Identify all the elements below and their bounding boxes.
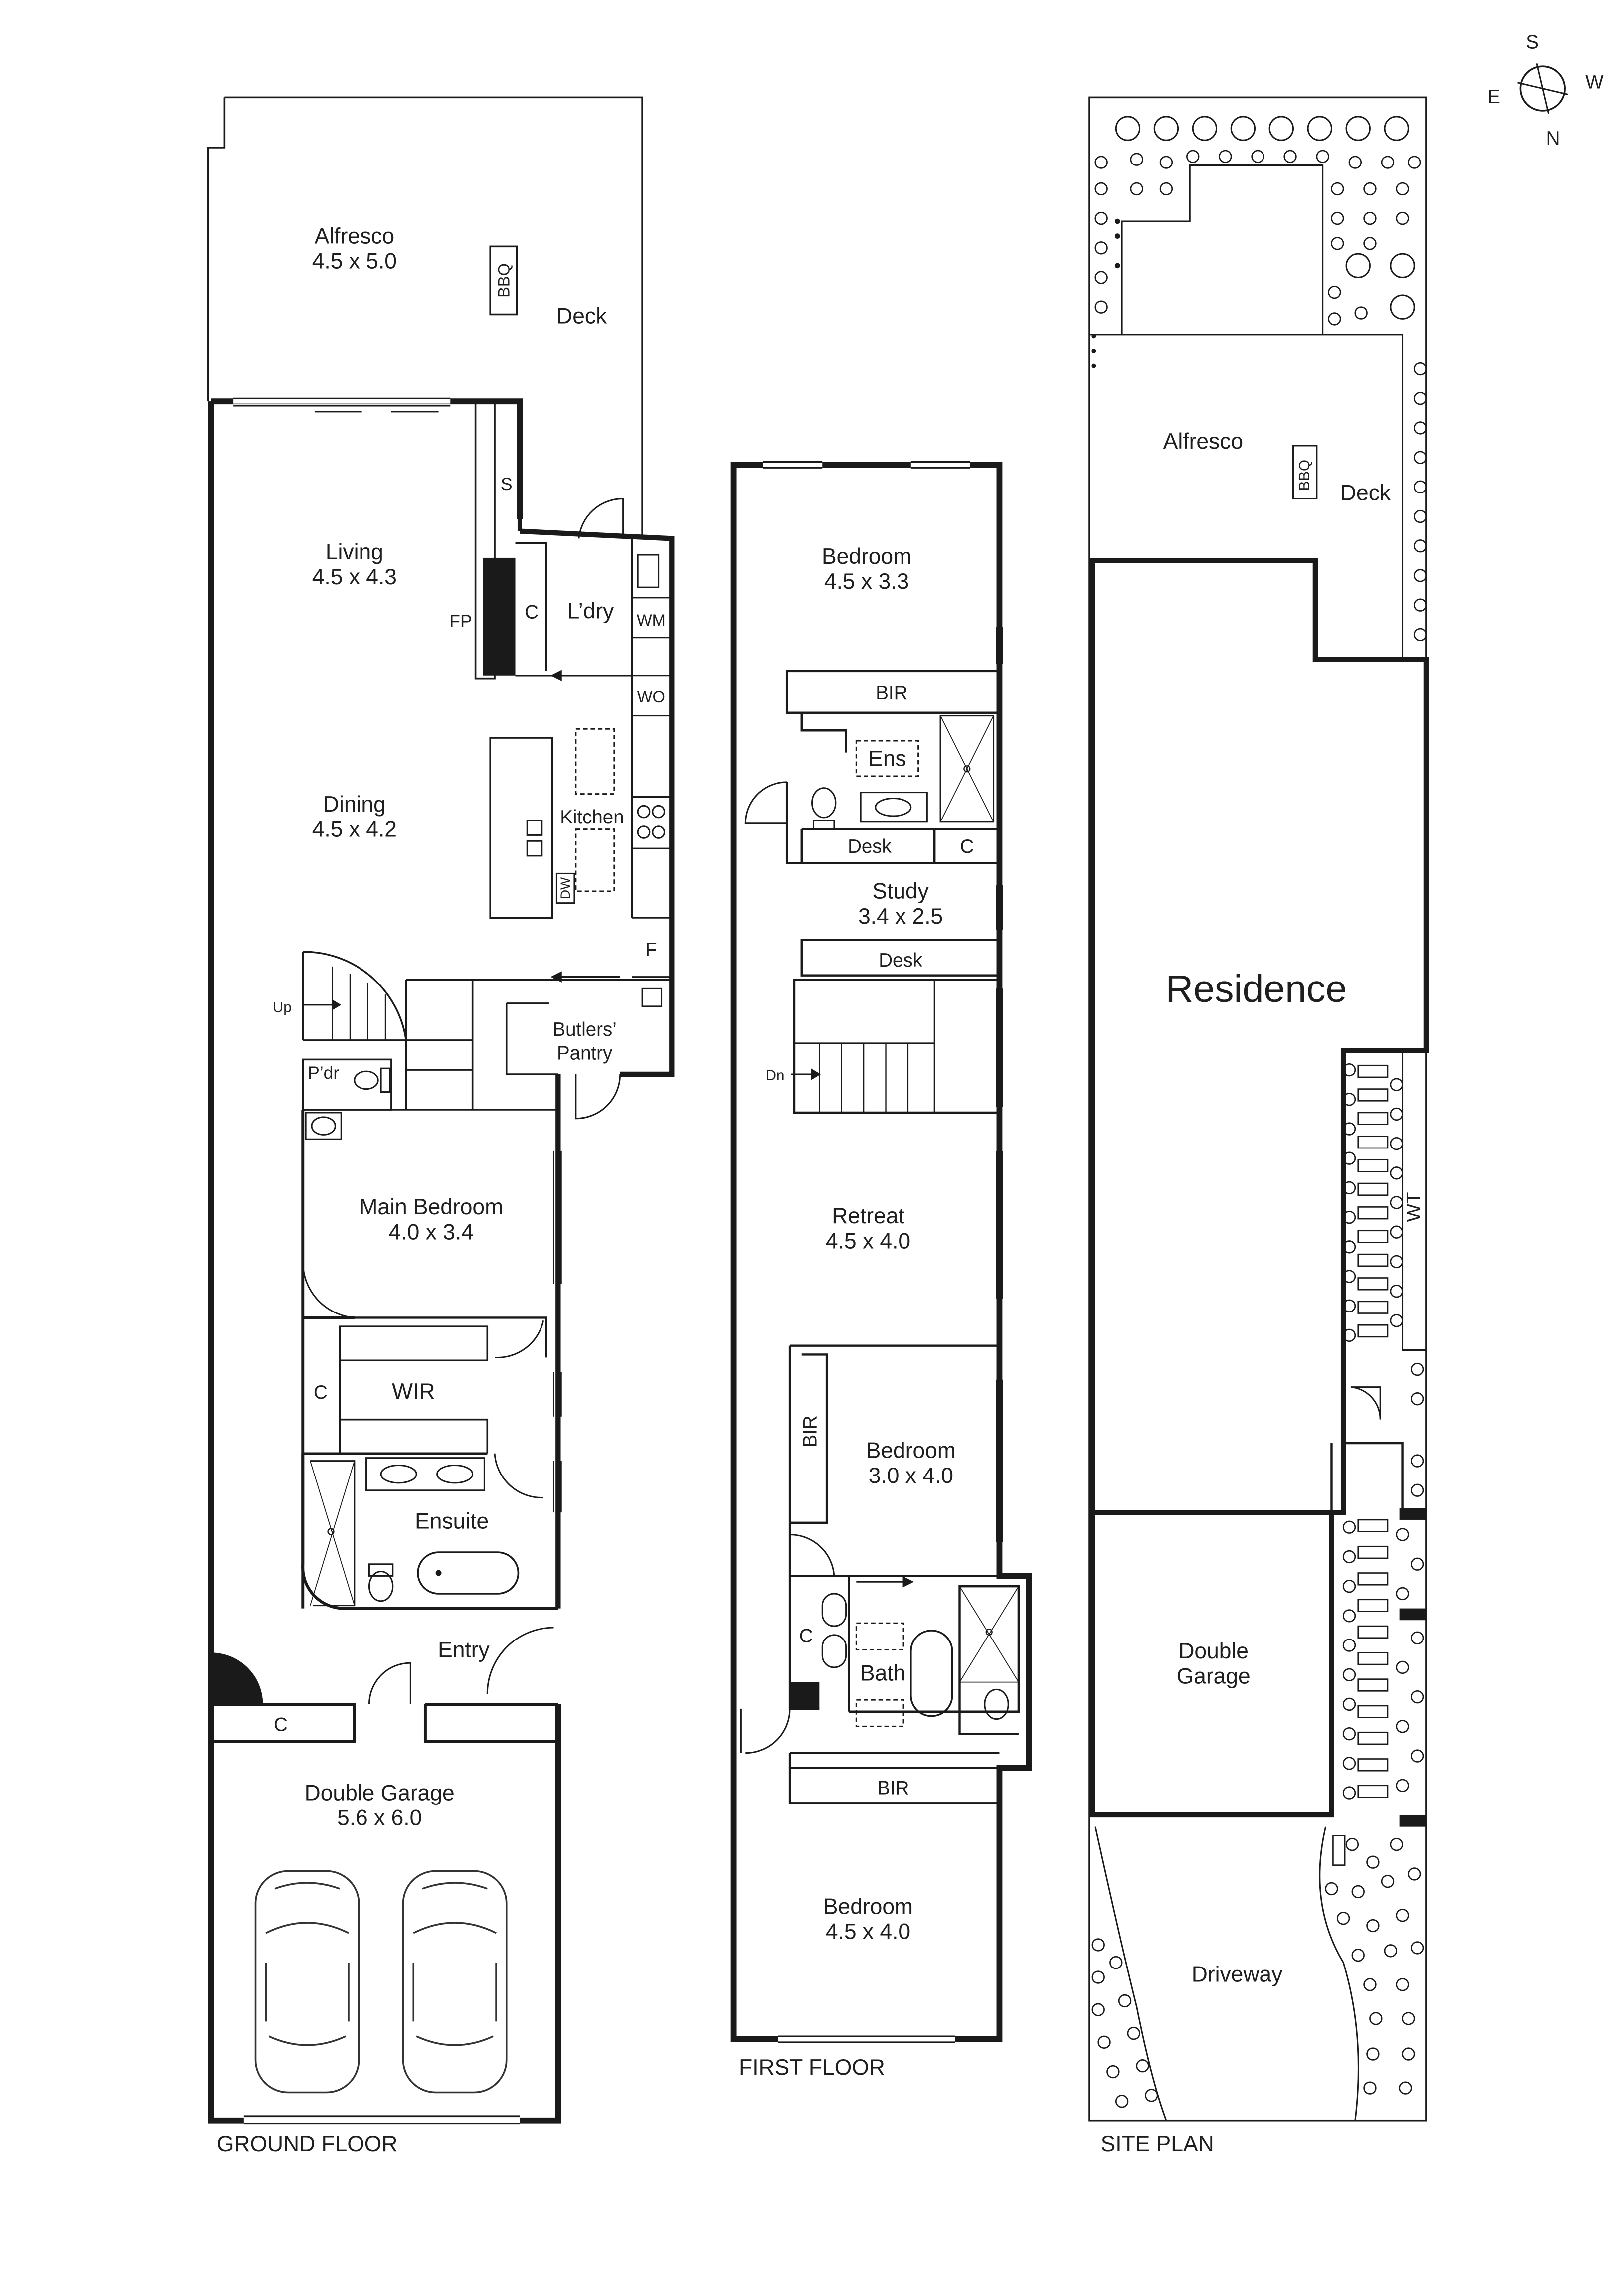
bath-label: Bath — [860, 1661, 905, 1686]
compass-w: W — [1585, 72, 1604, 93]
dining-dims: 4.5 x 4.2 — [312, 817, 397, 841]
desk1-label: Desk — [848, 836, 892, 857]
site-double-garage-1: Double — [1178, 1639, 1249, 1663]
wt-label: WT — [1403, 1192, 1425, 1222]
powder-label: P’dr — [308, 1063, 339, 1083]
site-plan-title: SITE PLAN — [1101, 2132, 1214, 2156]
c-laundry-label: C — [525, 601, 539, 623]
fp-label: FP — [449, 611, 472, 631]
bedroom3-label: Bedroom — [823, 1894, 913, 1919]
ens-label: Ens — [868, 746, 906, 771]
compass-icon: S W E N — [1487, 32, 1604, 149]
dw-label: DW — [558, 877, 573, 899]
site-double-garage-2: Garage — [1177, 1664, 1251, 1689]
study-label: Study — [872, 879, 929, 904]
site-plan — [1088, 96, 1429, 2122]
first-floor — [730, 461, 1032, 2043]
bbq-label: BBQ — [495, 263, 513, 298]
retreat-label: Retreat — [832, 1204, 904, 1228]
site-alfresco-label: Alfresco — [1163, 429, 1243, 454]
compass-n: N — [1546, 128, 1560, 149]
laundry-label: L’dry — [567, 599, 615, 623]
living-dims: 4.5 x 4.3 — [312, 565, 397, 589]
bedroom1-dims: 4.5 x 3.3 — [824, 569, 909, 594]
f-label: F — [645, 939, 657, 961]
double-garage-dims: 5.6 x 6.0 — [337, 1806, 422, 1830]
butlers-pantry-label-1: Butlers’ — [552, 1019, 616, 1040]
dn-label: Dn — [766, 1067, 785, 1084]
study-dims: 3.4 x 2.5 — [858, 904, 943, 929]
deck-label: Deck — [556, 304, 607, 328]
bir1-label: BIR — [876, 682, 907, 704]
main-bedroom-label: Main Bedroom — [359, 1195, 503, 1219]
ensuite-label: Ensuite — [415, 1509, 489, 1534]
c-wir-label: C — [314, 1382, 328, 1403]
bir2-label: BIR — [799, 1415, 821, 1447]
dining-label: Dining — [323, 792, 386, 817]
kitchen-label: Kitchen — [560, 807, 624, 828]
arrows-ff — [791, 1068, 914, 1588]
wo-label: WO — [637, 688, 665, 706]
double-garage-label: Double Garage — [305, 1781, 455, 1805]
ground-floor-title: GROUND FLOOR — [217, 2132, 398, 2156]
bir3-label: BIR — [877, 1778, 909, 1799]
bedroom1-label: Bedroom — [822, 544, 911, 569]
car-icon — [402, 1870, 508, 2094]
s-label: S — [501, 474, 513, 494]
car-icon — [254, 1870, 360, 2094]
wir-label: WIR — [392, 1379, 435, 1404]
driveway-label: Driveway — [1192, 1962, 1283, 1986]
site-deck-label: Deck — [1340, 481, 1391, 505]
entry-label: Entry — [438, 1638, 490, 1662]
compass-s: S — [1526, 32, 1539, 53]
residence-label: Residence — [1166, 968, 1347, 1010]
c1-label: C — [960, 836, 974, 857]
up-label: Up — [273, 999, 292, 1016]
arrows — [303, 670, 620, 1011]
c2-label: C — [799, 1626, 813, 1647]
bedroom2-label: Bedroom — [866, 1439, 956, 1463]
compass-e: E — [1487, 86, 1500, 108]
living-label: Living — [326, 540, 383, 564]
alfresco-dims: 4.5 x 5.0 — [312, 249, 397, 274]
first-floor-title: FIRST FLOOR — [739, 2055, 885, 2080]
bedroom2-dims: 3.0 x 4.0 — [869, 1464, 953, 1488]
site-bbq-label: BBQ — [1296, 460, 1313, 491]
alfresco-label: Alfresco — [315, 224, 394, 248]
wm-label: WM — [637, 611, 666, 629]
main-bedroom-dims: 4.0 x 3.4 — [389, 1220, 474, 1245]
bedroom3-dims: 4.5 x 4.0 — [826, 1920, 910, 1944]
retreat-dims: 4.5 x 4.0 — [826, 1229, 910, 1253]
butlers-pantry-label-2: Pantry — [557, 1042, 613, 1064]
desk2-label: Desk — [879, 950, 922, 971]
c-garage-label: C — [274, 1714, 288, 1735]
